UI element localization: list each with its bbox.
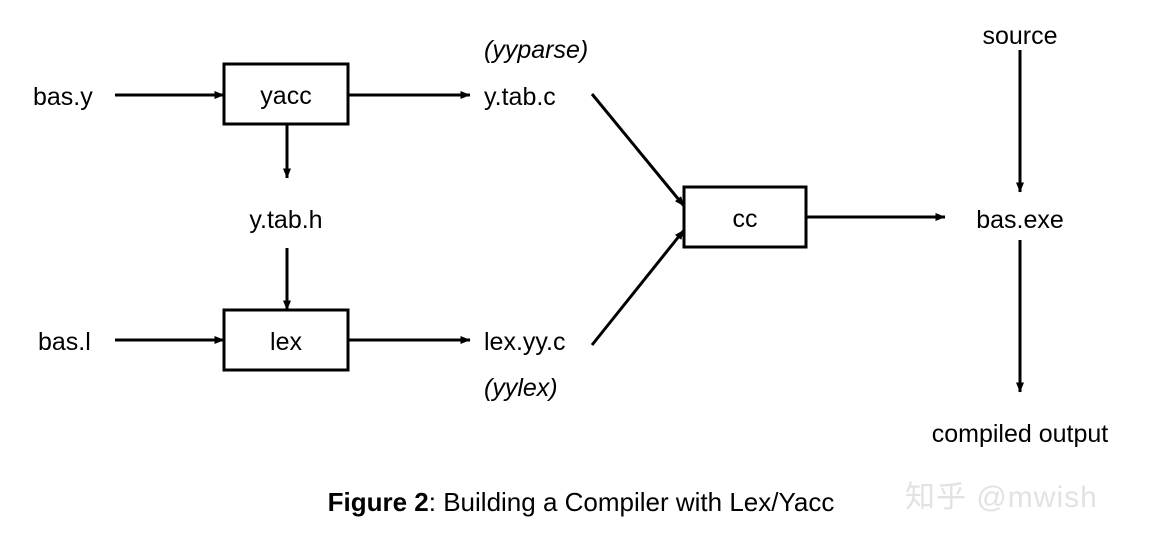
node-lex-box <box>222 308 350 372</box>
label-bas-y: bas.y <box>33 83 93 111</box>
label-bas-l: bas.l <box>38 328 91 356</box>
node-cc-box <box>682 185 808 249</box>
label-yylex: (yylex) <box>484 374 558 402</box>
figure-caption: Figure 2: Building a Compiler with Lex/Y… <box>0 487 1162 518</box>
label-compiled-output: compiled output <box>932 420 1109 448</box>
edge-ytabc-to-cc <box>590 93 686 207</box>
label-y-tab-c: y.tab.c <box>484 83 556 111</box>
edge-lexyyc-to-cc <box>590 229 686 346</box>
node-yacc-box <box>222 62 350 126</box>
label-lex-yy-c: lex.yy.c <box>484 328 566 356</box>
node-lex-label: lex <box>270 328 302 356</box>
node-cc-label: cc <box>733 205 758 233</box>
node-yacc[interactable]: yacc <box>222 62 350 126</box>
label-bas-exe: bas.exe <box>976 206 1064 234</box>
node-yacc-label: yacc <box>260 82 311 110</box>
label-yyparse: (yyparse) <box>484 36 588 64</box>
figure-caption-prefix: Figure 2 <box>327 487 429 517</box>
figure-caption-rest: : Building a Compiler with Lex/Yacc <box>428 487 835 517</box>
label-y-tab-h: y.tab.h <box>249 206 322 234</box>
node-lex[interactable]: lex <box>222 308 350 372</box>
node-cc[interactable]: cc <box>682 185 808 249</box>
label-source: source <box>982 22 1057 50</box>
